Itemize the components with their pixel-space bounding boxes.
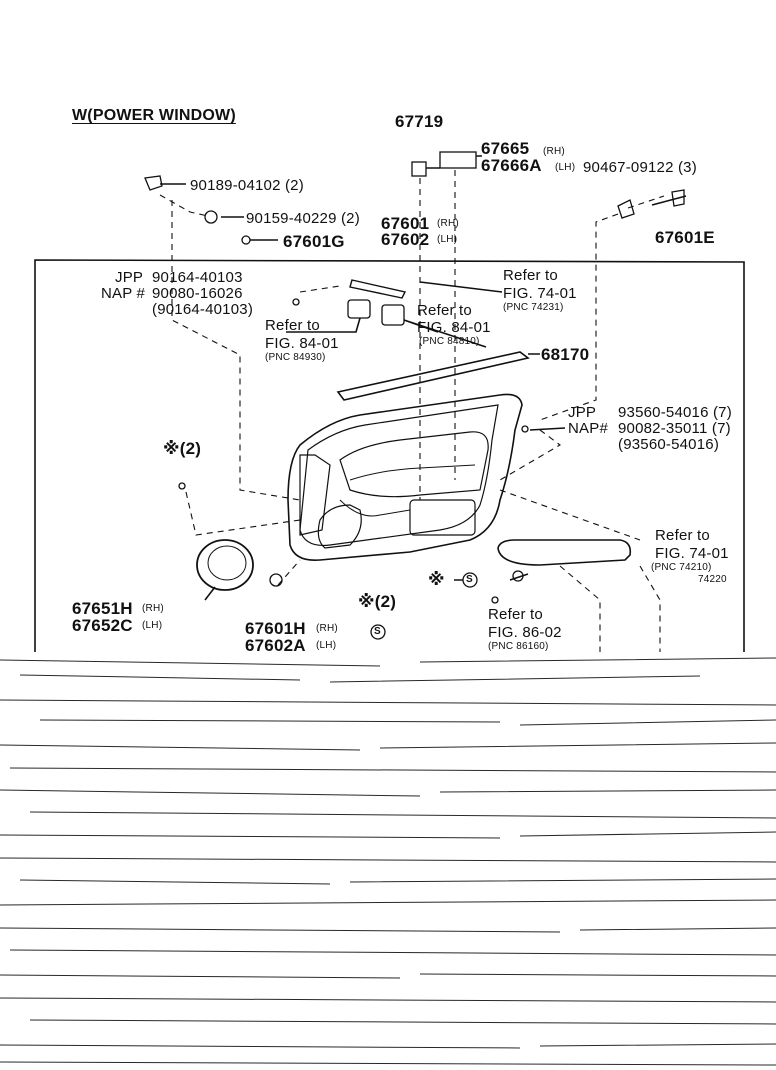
fig-74-01: FIG. 74-01 — [655, 545, 729, 562]
pnc-86160: (PNC 86160) — [488, 641, 549, 652]
jpp-label: JPP — [115, 269, 144, 286]
lh-tag: (LH) — [555, 162, 576, 173]
part-90080: 90080-16026 — [152, 285, 243, 302]
s-mark: S — [374, 626, 381, 637]
s-mark: S — [466, 574, 473, 585]
jpp-label: JPP — [568, 404, 597, 421]
part-67651h: 67651H — [72, 599, 133, 618]
part-67666a: 67666A — [481, 156, 542, 175]
belt-moulding — [336, 351, 530, 401]
part-67601e: 67601E — [655, 228, 715, 247]
inside-handle — [497, 539, 632, 566]
refer-to: Refer to — [488, 606, 543, 623]
pnc-84930: (PNC 84930) — [265, 352, 326, 363]
part-67602a: 67602A — [245, 636, 306, 655]
refer-to: Refer to — [265, 317, 320, 334]
part-67602: 67602 — [381, 230, 430, 249]
fig-84-01: FIG. 84-01 — [265, 335, 339, 352]
lh-tag: (LH) — [437, 234, 458, 245]
rh-tag: (RH) — [316, 623, 338, 634]
nap-label: NAP # — [101, 285, 146, 302]
diagram-title: W(POWER WINDOW) — [72, 107, 236, 124]
nap-label: NAP# — [568, 420, 608, 437]
speaker-cover-shape — [196, 539, 254, 591]
part-67601h: 67601H — [245, 619, 306, 638]
pnc-74220: 74220 — [698, 574, 727, 585]
rh-tag: (RH) — [543, 146, 565, 157]
note-star-2: ※(2) — [163, 439, 202, 458]
lh-tag: (LH) — [142, 620, 163, 631]
part-67601g: 67601G — [283, 232, 345, 251]
part-90189: 90189-04102 (2) — [190, 177, 304, 194]
part-67719: 67719 — [395, 112, 444, 131]
fig-86-02: FIG. 86-02 — [488, 624, 562, 641]
fig-84-01: FIG. 84-01 — [417, 319, 491, 336]
lh-tag: (LH) — [316, 640, 337, 651]
part-67652c: 67652C — [72, 616, 133, 635]
note-star-2: ※(2) — [358, 592, 397, 611]
note-star: ※ — [428, 570, 445, 589]
fig-74-01: FIG. 74-01 — [503, 285, 577, 302]
part-90159: 90159-40229 (2) — [246, 210, 360, 227]
part-90164: 90164-40103 — [152, 269, 243, 286]
part-67601: 67601 — [381, 214, 430, 233]
part-93560-alt: (93560-54016) — [618, 436, 720, 453]
frame-outline — [34, 259, 745, 652]
part-90467: 90467-09122 (3) — [583, 159, 697, 176]
pnc-84810: (PNC 84810) — [419, 336, 480, 347]
pnc-74210: (PNC 74210) — [651, 562, 712, 573]
pnc-74231: (PNC 74231) — [503, 302, 564, 313]
part-93560: 93560-54016 (7) — [618, 404, 732, 421]
rh-tag: (RH) — [437, 218, 459, 229]
part-68170: 68170 — [541, 345, 590, 364]
door-trim-panel — [287, 393, 523, 562]
rh-tag: (RH) — [142, 603, 164, 614]
part-90164-alt: (90164-40103) — [152, 301, 254, 318]
part-90082: 90082-35011 (7) — [618, 420, 731, 437]
part-67665: 67665 — [481, 139, 530, 158]
refer-to: Refer to — [417, 302, 472, 319]
refer-to: Refer to — [503, 267, 558, 284]
refer-to: Refer to — [655, 527, 710, 544]
